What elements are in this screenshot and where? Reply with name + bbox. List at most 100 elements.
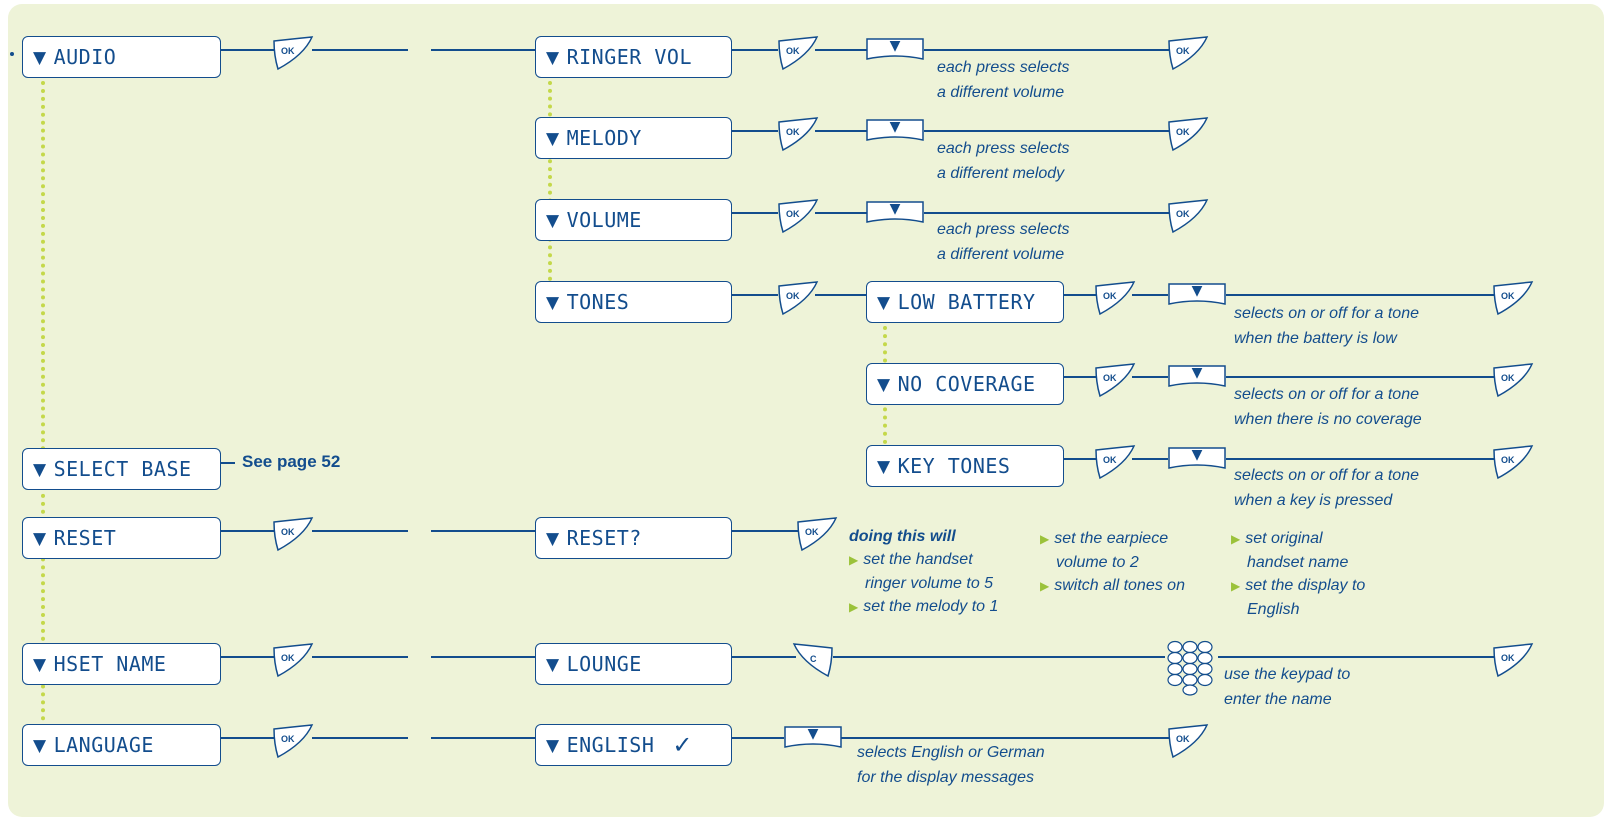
ok-label: OK: [786, 127, 800, 137]
menu-tones: ▼TONES: [535, 281, 732, 323]
connector-line: [732, 130, 778, 132]
down-triangle-icon: ▼: [33, 460, 47, 480]
down-arrow-icon: ▼: [1191, 283, 1203, 299]
ok-button-icon: OK: [1165, 724, 1211, 760]
diagram-background: [8, 4, 1604, 817]
ok-label: OK: [1501, 653, 1515, 663]
reset-note-heading: doing this will: [849, 528, 956, 545]
menu-language: ▼LANGUAGE: [22, 724, 221, 766]
connector-line: [815, 212, 867, 214]
bullet-icon: ▶: [849, 553, 859, 567]
ok-label: OK: [1501, 291, 1515, 301]
connector-line: [431, 656, 535, 658]
reset-note-text: volume to 2: [1056, 554, 1139, 571]
ok-button-icon: OK: [775, 199, 821, 235]
connector-line: [221, 530, 275, 532]
ok-label: OK: [786, 291, 800, 301]
connector-line: [1132, 294, 1168, 296]
menu-no-coverage: ▼NO COVERAGE: [866, 363, 1064, 405]
down-triangle-icon: ▼: [33, 655, 47, 675]
connector-line: [815, 130, 867, 132]
melody-description: each press selects a different melody: [937, 136, 1070, 186]
ok-button-icon: OK: [794, 517, 840, 553]
down-arrow-icon: ▼: [1191, 447, 1203, 463]
down-triangle-icon: ▼: [546, 211, 560, 231]
keypad-icon: [1167, 640, 1213, 696]
down-arrow-icon: ▼: [807, 726, 819, 742]
ok-label: OK: [1501, 373, 1515, 383]
connector-line: [841, 737, 1170, 739]
ok-label: OK: [1103, 455, 1117, 465]
menu-english: ▼ENGLISH✓: [535, 724, 732, 766]
ok-button-icon: OK: [775, 281, 821, 317]
menu-label: AUDIO: [53, 45, 117, 69]
no-coverage-description: selects on or off for a tone when there …: [1234, 382, 1422, 432]
ok-button-icon: OK: [1092, 363, 1138, 399]
ok-button-icon: OK: [775, 117, 821, 153]
down-nav-button-icon: ▼: [784, 726, 842, 748]
connector-line: [1226, 376, 1494, 378]
down-nav-button-icon: ▼: [1168, 283, 1226, 305]
ok-button-icon: OK: [1490, 445, 1536, 481]
connector-line: [924, 130, 1170, 132]
reset-note-text: set the display to: [1245, 577, 1366, 594]
see-page-reference: See page 52: [242, 452, 341, 471]
connector-line: [732, 49, 778, 51]
connector-line: [431, 737, 535, 739]
reset-note-item: ▶set the melody to 1: [849, 595, 998, 619]
down-arrow-icon: ▼: [889, 38, 901, 54]
connector-line: [1226, 458, 1494, 460]
down-triangle-icon: ▼: [33, 529, 47, 549]
description-line: selects on or off for a tone: [1234, 467, 1419, 484]
connector-line: [815, 294, 867, 296]
bullet-icon: ▶: [849, 600, 859, 614]
ok-button-icon: OK: [775, 36, 821, 72]
connector-line: [732, 656, 796, 658]
clear-button-icon: C: [790, 643, 836, 679]
reset-note-col3: ▶set original handset name ▶set the disp…: [1231, 527, 1365, 621]
main-menu-connector: [41, 81, 45, 721]
reset-note-text: ringer volume to 5: [865, 575, 994, 592]
description-line: selects on or off for a tone: [1234, 305, 1419, 322]
ok-label: OK: [786, 209, 800, 219]
connector-line: [1064, 458, 1096, 460]
description-line: enter the name: [1224, 691, 1332, 708]
connector-line: [1064, 376, 1096, 378]
reset-note-item: ▶set the earpiece: [1040, 527, 1185, 551]
bullet-icon: ▶: [1231, 532, 1241, 546]
connector-line: [221, 737, 275, 739]
ok-button-icon: OK: [270, 517, 316, 553]
ok-label: OK: [1176, 46, 1190, 56]
menu-reset-confirm: ▼RESET?: [535, 517, 732, 559]
reset-note-text: switch all tones on: [1054, 577, 1185, 594]
reset-note-text: set the earpiece: [1054, 530, 1169, 547]
ok-label: OK: [281, 653, 295, 663]
connector-line: [1064, 294, 1096, 296]
connector-line: [815, 49, 867, 51]
menu-label: KEY TONES: [897, 454, 1011, 478]
description-line: a different volume: [937, 246, 1065, 263]
low-battery-description: selects on or off for a tone when the ba…: [1234, 301, 1419, 351]
down-triangle-icon: ▼: [546, 293, 560, 313]
connector-line: [924, 49, 1170, 51]
reset-note-item: ▶ set the display to: [1231, 574, 1365, 598]
connector-line: [221, 49, 275, 51]
down-triangle-icon: ▼: [33, 736, 47, 756]
ok-button-icon: OK: [1165, 36, 1211, 72]
description-line: a different volume: [937, 84, 1065, 101]
down-arrow-icon: ▼: [889, 119, 901, 135]
description-line: when the battery is low: [1234, 330, 1397, 347]
description-line: when a key is pressed: [1234, 492, 1393, 509]
ok-button-icon: OK: [1490, 281, 1536, 317]
ok-label: OK: [1501, 455, 1515, 465]
reset-note-item: ▶switch all tones on: [1040, 574, 1185, 598]
down-arrow-icon: ▼: [889, 201, 901, 217]
ok-label: OK: [281, 46, 295, 56]
menu-label: RESET: [53, 526, 117, 550]
menu-ringer-vol: ▼RINGER VOL: [535, 36, 732, 78]
menu-label: ENGLISH: [566, 733, 655, 757]
bullet-icon: ▶: [1231, 579, 1241, 593]
description-line: use the keypad to: [1224, 666, 1351, 683]
connector-line: [732, 530, 798, 532]
